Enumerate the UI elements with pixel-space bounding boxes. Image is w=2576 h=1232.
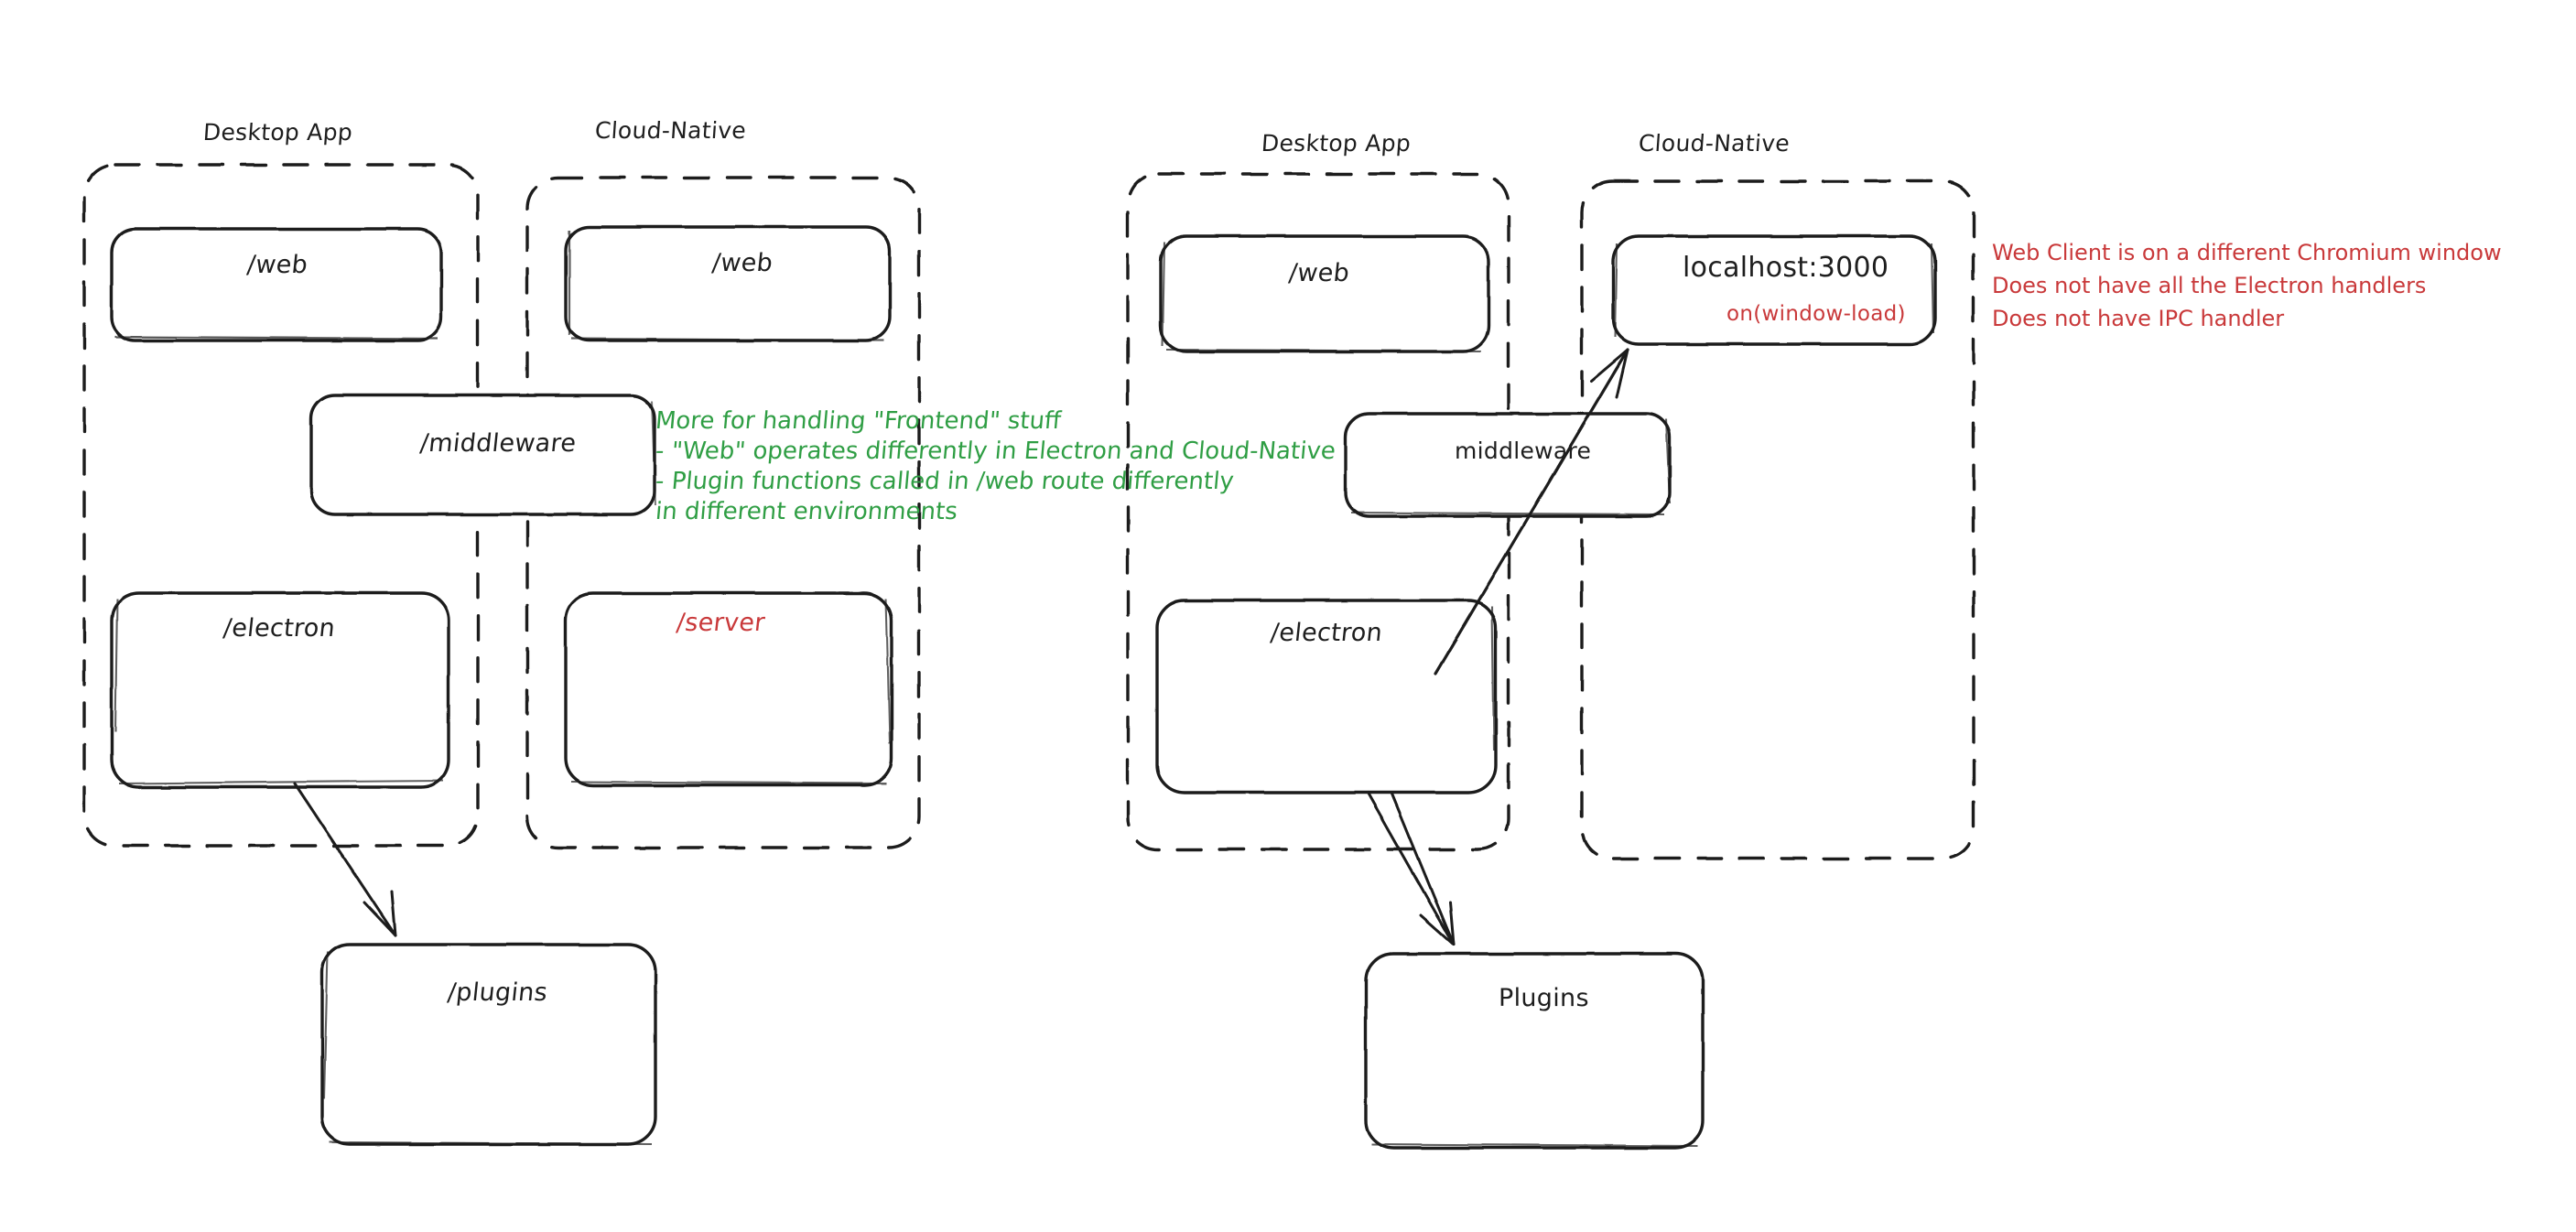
annotation-left-green-line-2: - "Web" operates differently in Electron… xyxy=(654,438,1337,465)
arrow-right-electron-to-localhost xyxy=(1434,348,1629,675)
node-left-electron[interactable] xyxy=(110,591,450,789)
node-right-desktop-web[interactable] xyxy=(1159,234,1490,353)
node-left-desktop-web[interactable] xyxy=(110,227,443,342)
node-left-middleware[interactable] xyxy=(309,394,656,516)
arrow-left-electron-to-plugins xyxy=(293,782,397,937)
node-right-electron[interactable] xyxy=(1155,599,1498,794)
annotation-left-green-line-3: - Plugin functions called in /web route … xyxy=(654,468,1236,495)
annotation-left-green-line-4: in different environments xyxy=(654,498,959,525)
annotation-right-red-line-3: Does not have IPC handler xyxy=(1992,306,2285,331)
node-right-localhost[interactable] xyxy=(1611,234,1937,346)
node-right-middleware[interactable] xyxy=(1344,412,1672,518)
node-left-cloud-web[interactable] xyxy=(564,225,892,342)
annotation-right-red-line-2: Does not have all the Electron handlers xyxy=(1992,273,2427,298)
arrow-right-electron-to-plugins xyxy=(1366,791,1456,946)
node-right-plugins[interactable] xyxy=(1364,952,1705,1150)
group-left-cloud-native xyxy=(525,176,921,849)
node-left-plugins[interactable] xyxy=(320,943,657,1146)
group-right-cloud-native xyxy=(1580,179,1975,860)
annotation-left-green-line-1: More for handling "Frontend" stuff xyxy=(654,407,1063,435)
annotation-right-red-line-1: Web Client is on a different Chromium wi… xyxy=(1992,240,2502,265)
node-left-server[interactable] xyxy=(564,591,893,787)
